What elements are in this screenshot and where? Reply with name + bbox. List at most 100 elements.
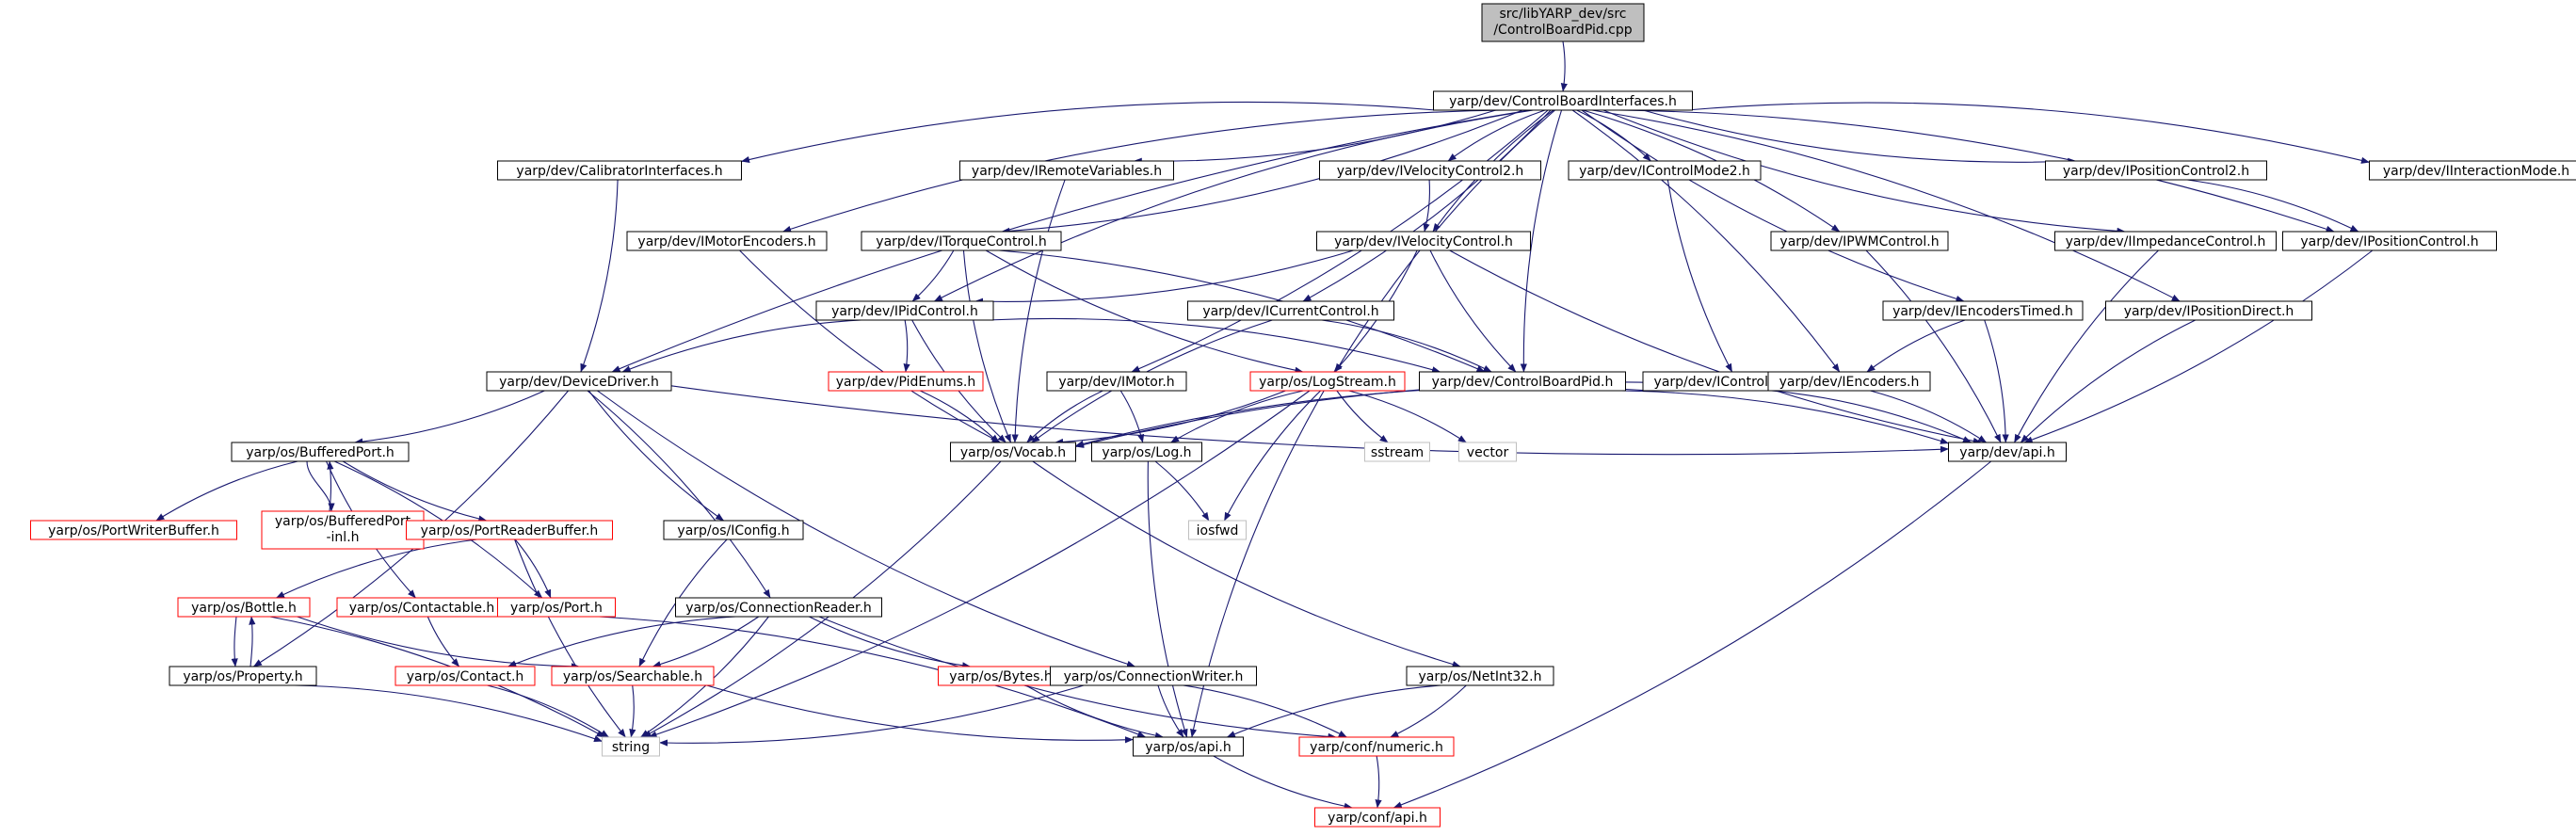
- node-property[interactable]: yarp/os/Property.h: [169, 666, 317, 686]
- edge-cbi-to-iimp: [1602, 109, 2126, 234]
- node-vocab[interactable]: yarp/os/Vocab.h: [950, 442, 1076, 462]
- node-icur[interactable]: yarp/dev/ICurrentControl.h: [1187, 300, 1394, 321]
- node-ienc[interactable]: yarp/dev/IEncoders.h: [1767, 371, 1931, 392]
- edge-vocab-to-netint32: [1032, 460, 1461, 668]
- node-imenc[interactable]: yarp/dev/IMotorEncoders.h: [626, 231, 828, 251]
- edge-bport-to-bpinl: [306, 460, 335, 512]
- node-label: yarp/os/Bytes.h: [949, 669, 1052, 684]
- node-label: yarp/dev/ITorqueControl.h: [876, 234, 1046, 249]
- node-vector[interactable]: vector: [1458, 442, 1517, 462]
- edge-prb-to-bottle: [275, 539, 477, 599]
- node-ipid[interactable]: yarp/dev/IPidControl.h: [815, 300, 994, 321]
- node-label: yarp/os/BufferedPort: [275, 514, 411, 529]
- node-box: [2282, 231, 2497, 251]
- edge-devapi-to-confapi: [1393, 460, 1992, 809]
- node-ipwm[interactable]: yarp/dev/IPWMControl.h: [1770, 231, 1949, 251]
- node-bport[interactable]: yarp/os/BufferedPort.h: [231, 442, 410, 462]
- node-pwb[interactable]: yarp/os/PortWriterBuffer.h: [30, 520, 237, 540]
- node-devdrv[interactable]: yarp/dev/DeviceDriver.h: [486, 371, 672, 392]
- node-ipos[interactable]: yarp/dev/IPositionControl.h: [2282, 231, 2497, 251]
- node-connreader[interactable]: yarp/os/ConnectionReader.h: [675, 597, 882, 618]
- edge-ipos2-to-ipos: [2186, 179, 2359, 233]
- node-label: yarp/dev/ControlBoardInterfaces.h: [1449, 94, 1677, 109]
- node-iposd[interactable]: yarp/dev/IPositionDirect.h: [2105, 300, 2312, 321]
- edge-cbi-to-icm2: [1576, 109, 1651, 162]
- node-box: [1091, 442, 1202, 462]
- node-label: yarp/os/NetInt32.h: [1418, 669, 1541, 684]
- node-contact[interactable]: yarp/os/Contact.h: [394, 666, 536, 686]
- node-label: vector: [1467, 445, 1509, 460]
- node-label: yarp/os/Bottle.h: [191, 601, 297, 616]
- node-label: yarp/os/LogStream.h: [1259, 375, 1396, 390]
- node-box: [497, 597, 616, 618]
- node-box: [675, 597, 882, 618]
- node-box: [1133, 736, 1244, 757]
- node-box: [1481, 3, 1645, 42]
- node-contactable[interactable]: yarp/os/Contactable.h: [336, 597, 507, 618]
- node-box: [177, 597, 311, 618]
- node-remvar[interactable]: yarp/dev/IRemoteVariables.h: [959, 160, 1174, 181]
- node-netint32[interactable]: yarp/os/NetInt32.h: [1406, 666, 1554, 686]
- node-logstream[interactable]: yarp/os/LogStream.h: [1249, 371, 1406, 392]
- edge-connwriter-to-osapi: [1157, 684, 1184, 738]
- node-label: yarp/os/Property.h: [183, 669, 302, 684]
- node-log[interactable]: yarp/os/Log.h: [1091, 442, 1202, 462]
- node-label: yarp/os/IConfig.h: [677, 523, 789, 539]
- node-iosfwd[interactable]: iosfwd: [1188, 520, 1247, 540]
- node-box: [1187, 300, 1394, 321]
- node-iimp[interactable]: yarp/dev/IImpedanceControl.h: [2054, 231, 2277, 251]
- node-searchable[interactable]: yarp/os/Searchable.h: [551, 666, 715, 686]
- node-iconfig[interactable]: yarp/os/IConfig.h: [663, 520, 804, 540]
- node-box: [30, 520, 237, 540]
- edge-logstream-to-vector: [1348, 390, 1467, 443]
- node-ivel2[interactable]: yarp/dev/IVelocityControl2.h: [1319, 160, 1541, 181]
- edge-imotor-to-vocab: [1026, 390, 1103, 443]
- node-calib[interactable]: yarp/dev/CalibratorInterfaces.h: [497, 160, 742, 181]
- edge-ienct-to-ienc: [1866, 319, 1966, 373]
- node-box: [950, 442, 1076, 462]
- node-confapi[interactable]: yarp/conf/api.h: [1314, 807, 1441, 828]
- node-bpinl[interactable]: yarp/os/BufferedPort-inl.h: [261, 510, 425, 550]
- node-itorque[interactable]: yarp/dev/ITorqueControl.h: [861, 231, 1062, 251]
- edge-log-to-osapi: [1147, 460, 1188, 738]
- node-devapi[interactable]: yarp/dev/api.h: [1948, 442, 2067, 462]
- edge-cbi-to-ivel2: [1447, 109, 1546, 162]
- node-string[interactable]: string: [602, 736, 660, 757]
- node-label: yarp/os/Contact.h: [407, 669, 524, 684]
- node-bytes[interactable]: yarp/os/Bytes.h: [938, 666, 1064, 686]
- node-port[interactable]: yarp/os/Port.h: [497, 597, 616, 618]
- node-icm2[interactable]: yarp/dev/IControlMode2.h: [1568, 160, 1762, 181]
- node-label: yarp/os/PortReaderBuffer.h: [421, 523, 599, 539]
- node-ienct[interactable]: yarp/dev/IEncodersTimed.h: [1882, 300, 2084, 321]
- edge-connreader-to-numeric: [818, 616, 1337, 740]
- node-cbi[interactable]: yarp/dev/ControlBoardInterfaces.h: [1433, 90, 1693, 111]
- node-osapi[interactable]: yarp/os/api.h: [1133, 736, 1244, 757]
- node-box: [1364, 442, 1430, 462]
- node-label: yarp/dev/IInteractionMode.h: [2383, 164, 2569, 179]
- node-numeric[interactable]: yarp/conf/numeric.h: [1298, 736, 1455, 757]
- edge-osapi-to-confapi: [1213, 755, 1353, 810]
- edge-ivel-to-devapi: [1449, 249, 1982, 444]
- node-bottle[interactable]: yarp/os/Bottle.h: [177, 597, 311, 618]
- edge-contactable-to-contact: [427, 616, 460, 667]
- node-cbpid[interactable]: yarp/dev/ControlBoardPid.h: [1419, 371, 1626, 392]
- edge-root-to-cbi: [1560, 40, 1568, 92]
- node-prb[interactable]: yarp/os/PortReaderBuffer.h: [406, 520, 613, 540]
- node-label: yarp/os/api.h: [1145, 740, 1231, 755]
- node-label: yarp/os/ConnectionReader.h: [685, 601, 872, 616]
- edge-imenc-to-vocab: [739, 249, 1001, 443]
- node-imotor[interactable]: yarp/dev/IMotor.h: [1046, 371, 1187, 392]
- node-sstream[interactable]: sstream: [1364, 442, 1430, 462]
- node-pidenum[interactable]: yarp/dev/PidEnums.h: [828, 371, 984, 392]
- edge-icm2-to-icm: [1666, 179, 1733, 373]
- node-box: [828, 371, 984, 392]
- node-connwriter[interactable]: yarp/os/ConnectionWriter.h: [1050, 666, 1257, 686]
- node-iint[interactable]: yarp/dev/IInteractionMode.h: [2369, 160, 2576, 181]
- node-ipos2[interactable]: yarp/dev/IPositionControl2.h: [2045, 160, 2267, 181]
- node-root[interactable]: src/libYARP_dev/src/ControlBoardPid.cpp: [1481, 3, 1645, 42]
- node-ivel[interactable]: yarp/dev/IVelocityControl.h: [1316, 231, 1531, 251]
- edge-ivel-to-cbpid: [1429, 249, 1517, 373]
- edge-logstream-to-vocab: [1055, 390, 1286, 446]
- edge-cbi-to-ipos: [1618, 109, 2335, 233]
- edge-ipos-to-devapi: [2023, 249, 2374, 443]
